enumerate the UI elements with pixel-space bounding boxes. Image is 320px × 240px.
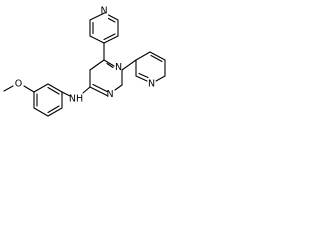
molecule-drawing: N N N N O NH	[3, 6, 166, 117]
atom-label-pyrimidine-n-top: N	[115, 62, 122, 73]
atom-label-pyridin3yl-n: N	[148, 79, 155, 90]
bond-nh-phenyl	[61, 91, 71, 97]
atom-label-pyridine-n: N	[100, 6, 107, 17]
bond-pyrimidine-nh	[82, 86, 91, 94]
atom-label-pyrimidine-n-bottom: N	[106, 89, 113, 100]
atom-label-amine-nh: NH	[69, 94, 83, 105]
pyridin-3-yl-ring	[135, 51, 166, 82]
methoxyphenyl-ring	[33, 83, 63, 117]
chemical-structure-canvas: N N N N O NH	[0, 0, 189, 127]
bond-oxygen-methyl	[3, 85, 14, 92]
pyrimidine-ring	[89, 59, 123, 97]
bond-phenyl-oxygen	[23, 85, 35, 93]
pyridin-4-yl-ring	[89, 12, 119, 44]
atom-label-methoxy-o: O	[15, 79, 22, 90]
bond-pyrimidine-pyridine3	[121, 59, 137, 71]
